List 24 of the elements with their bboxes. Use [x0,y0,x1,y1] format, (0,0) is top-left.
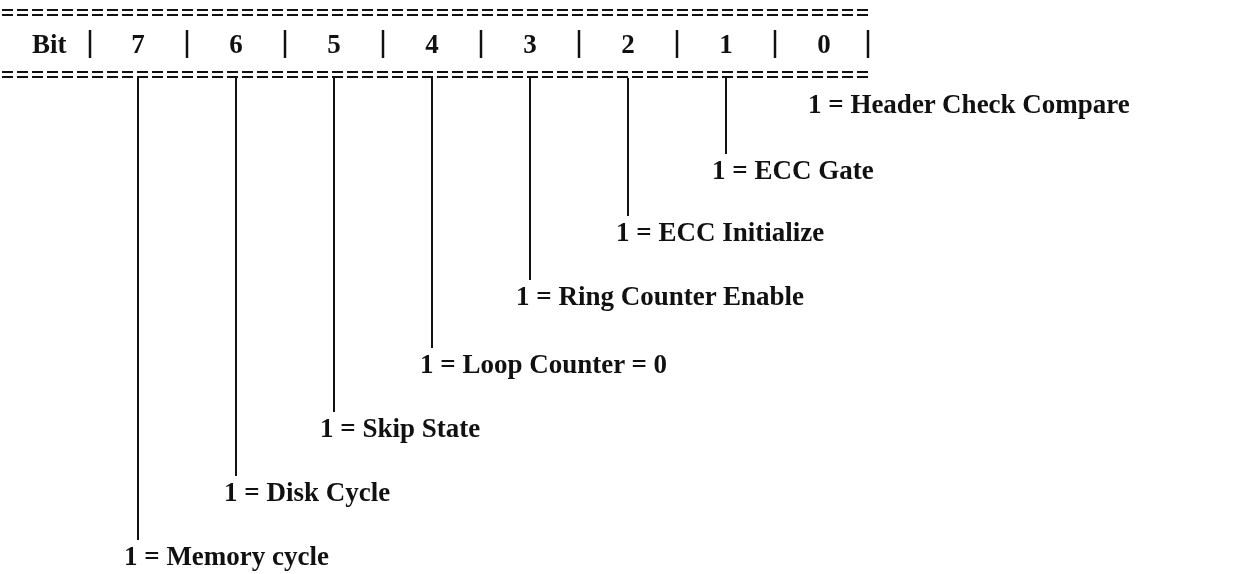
bit-number: 0 [804,28,844,60]
leader-line [529,77,531,281]
bit-description: 1 = Ring Counter Enable [516,280,804,312]
leader-line [333,77,335,413]
leader-line [137,77,139,541]
bit-number: 3 [510,28,550,60]
bit-description: 1 = Memory cycle [124,540,330,572]
leader-line [431,77,433,349]
bit-description: 1 = Skip State [320,412,481,444]
bit-number: 4 [412,28,452,60]
leader-line [725,77,727,155]
bit-number: 6 [216,28,256,60]
bit-number: 1 [706,28,746,60]
bit-description: 1 = Header Check Compare [808,88,1130,120]
bit-number: 7 [118,28,158,60]
bit-description: 1 = ECC Gate [712,154,874,186]
bit-number: 2 [608,28,648,60]
leader-line [235,77,237,477]
bit-description: 1 = ECC Initialize [616,216,825,248]
bit-description: 1 = Loop Counter = 0 [420,348,668,380]
bit-number: 5 [314,28,354,60]
bit-description: 1 = Disk Cycle [224,476,391,508]
row-label: Bit [32,28,67,60]
leader-line [627,77,629,217]
